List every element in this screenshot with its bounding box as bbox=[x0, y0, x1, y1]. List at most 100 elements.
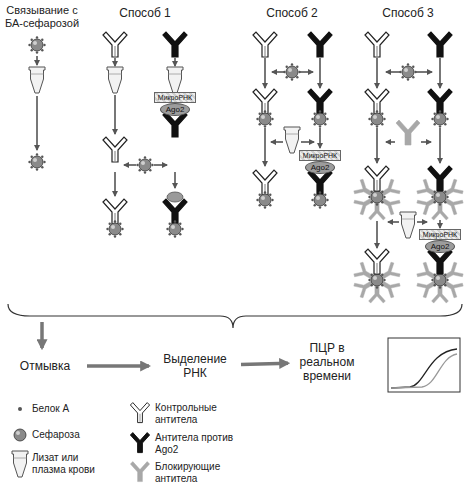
legend-text: Сефароза bbox=[32, 429, 112, 441]
flow-arrow bbox=[40, 322, 44, 348]
flow-arrow bbox=[114, 172, 116, 196]
ago2-antibody bbox=[428, 32, 452, 57]
sample-tube bbox=[167, 67, 183, 93]
tube-symbol bbox=[12, 451, 28, 477]
node-text: Ago2 bbox=[160, 103, 190, 116]
flow-arrow bbox=[439, 220, 441, 228]
flow-arrow bbox=[124, 164, 136, 166]
sepharose-bead bbox=[136, 156, 153, 173]
node-text: Ago2 bbox=[425, 240, 455, 253]
flow-arrow bbox=[174, 58, 176, 66]
flow-arrow bbox=[271, 141, 283, 143]
sepharose-bead bbox=[166, 220, 183, 237]
pcr-curve bbox=[391, 354, 457, 388]
sepharose-bead bbox=[368, 110, 385, 127]
sepharose-bead bbox=[311, 110, 328, 127]
sepharose-bead bbox=[311, 191, 328, 208]
flow-arrow bbox=[376, 58, 378, 88]
flow-arrow bbox=[376, 128, 378, 163]
mirna-ago2-complex: МикроРНКAgo2 bbox=[154, 92, 196, 116]
flow-arrow bbox=[174, 172, 176, 188]
mirna-ago2-complex: МикроРНКAgo2 bbox=[419, 229, 461, 253]
flow-arrow bbox=[386, 71, 400, 73]
flow-arrow bbox=[300, 71, 313, 73]
ago2-antibody bbox=[308, 89, 332, 114]
blocking-antibody bbox=[396, 120, 420, 145]
flow-arrow bbox=[319, 128, 321, 148]
pcr-curve bbox=[391, 349, 457, 388]
node-text: Отмывка bbox=[9, 359, 81, 373]
mirna-ago2-complex: МикроРНКAgo2 bbox=[299, 150, 341, 174]
sepharose-bead bbox=[28, 36, 45, 53]
node-text: ПЦР в реальном времени bbox=[294, 341, 360, 383]
column-heading: Связывание с БА-сефарозой bbox=[2, 4, 82, 30]
flow-arrow bbox=[376, 221, 378, 248]
flow-arrow bbox=[87, 364, 149, 368]
control-antibody bbox=[253, 170, 277, 195]
sample-tube bbox=[29, 67, 45, 93]
flow-arrow bbox=[301, 141, 314, 143]
sepharose-bead bbox=[256, 191, 273, 208]
flow-arrow bbox=[416, 71, 432, 73]
ago2-antibody-symbol bbox=[130, 433, 149, 453]
node-text: МикроРНК bbox=[419, 229, 461, 240]
blocking-antibody-symbol bbox=[130, 462, 149, 482]
control-antibody bbox=[103, 199, 127, 224]
flow-arrow bbox=[36, 96, 38, 150]
process-step: Выделение РНК bbox=[155, 352, 235, 380]
flow-arrow bbox=[114, 58, 116, 66]
control-antibody-symbol bbox=[130, 403, 149, 423]
column-heading: Способ 3 bbox=[368, 6, 448, 20]
flow-arrow bbox=[154, 164, 167, 166]
process-step: ПЦР в реальном времени bbox=[294, 341, 360, 383]
sample-tube bbox=[284, 127, 300, 153]
flow-arrow bbox=[388, 221, 399, 223]
sepharose-bead bbox=[431, 110, 448, 127]
control-antibody bbox=[103, 32, 127, 57]
sepharose-bead bbox=[28, 153, 45, 170]
flow-arrow bbox=[421, 141, 431, 143]
control-antibody bbox=[253, 32, 277, 57]
legend-text: Белок А bbox=[32, 403, 112, 415]
ago2-antibody bbox=[428, 89, 452, 114]
sepharose-symbol bbox=[14, 429, 26, 441]
control-antibody bbox=[365, 166, 389, 191]
ago2-antibody bbox=[163, 32, 187, 57]
sepharose-bead bbox=[283, 63, 300, 80]
legend-text: Антитела против Ago2 bbox=[155, 432, 235, 456]
legend-text: Лизат или плазма крови bbox=[32, 452, 104, 476]
flow-arrow bbox=[319, 58, 321, 88]
control-antibody bbox=[253, 89, 277, 114]
node-text: Выделение РНК bbox=[155, 352, 235, 380]
ago2-antibody bbox=[428, 166, 452, 191]
sepharose-bead bbox=[106, 220, 123, 237]
flow-arrow bbox=[114, 95, 116, 134]
node-text: Ago2 bbox=[305, 161, 335, 174]
sepharose-bead bbox=[399, 63, 416, 80]
column-heading: Способ 1 bbox=[105, 6, 185, 20]
sample-tube bbox=[107, 67, 123, 93]
flow-arrow bbox=[439, 128, 441, 163]
ago2-protein bbox=[167, 192, 183, 202]
ago2-antibody bbox=[308, 32, 332, 57]
legend-text: Контрольные антитела bbox=[155, 402, 235, 426]
flow-arrow bbox=[272, 71, 284, 73]
control-antibody bbox=[365, 249, 389, 274]
sample-tube bbox=[400, 212, 416, 238]
flow-arrow bbox=[264, 58, 266, 88]
process-step: Отмывка bbox=[9, 359, 81, 373]
flow-arrow bbox=[417, 221, 427, 223]
protein-a-symbol bbox=[18, 407, 22, 411]
node-text: МикроРНК bbox=[299, 150, 341, 161]
ago2-antibody bbox=[163, 199, 187, 224]
control-antibody bbox=[365, 32, 389, 57]
pcr-plot-frame bbox=[388, 338, 460, 392]
flow-arrow bbox=[241, 363, 288, 364]
legend-text: Блокирующие антитела bbox=[155, 461, 245, 485]
node-text: МикроРНК bbox=[154, 92, 196, 103]
flow-arrow bbox=[386, 141, 395, 143]
control-antibody bbox=[103, 137, 127, 162]
curly-bracket bbox=[8, 304, 462, 328]
flow-arrow bbox=[439, 58, 441, 88]
flow-arrow bbox=[264, 128, 266, 166]
